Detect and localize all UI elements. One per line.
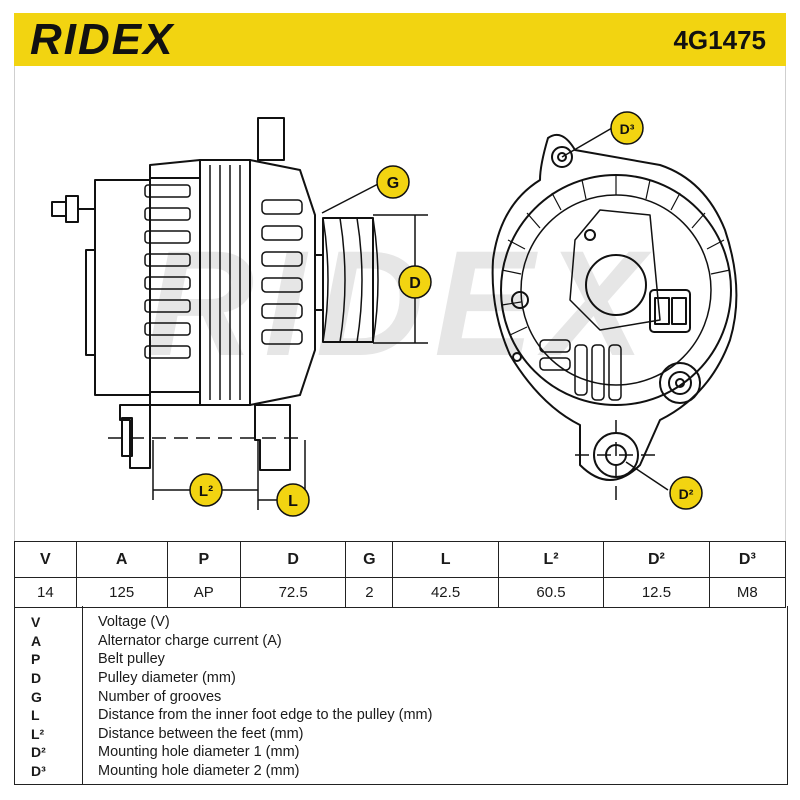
legend-text: Mounting hole diameter 1 (mm) (98, 744, 300, 760)
spec-value-cell: 42.5 (392, 577, 499, 608)
legend-text: Voltage (V) (98, 614, 170, 630)
spec-header-cell: G (345, 541, 394, 578)
spec-header-cell: D (239, 541, 347, 578)
spec-value-cell: 125 (75, 577, 168, 608)
spec-header-row: V A P D G L L² D² D³ (14, 541, 787, 578)
header-bar (14, 13, 786, 66)
legend-text: Alternator charge current (A) (98, 633, 282, 649)
legend-row: P Belt pulley (15, 651, 787, 669)
legend-symbol: D² (31, 744, 46, 760)
svg-text:L: L (288, 493, 298, 510)
spec-header-cell: L (392, 541, 499, 578)
spec-value-row: 14 125 AP 72.5 2 42.5 60.5 12.5 M8 (14, 577, 787, 608)
legend-symbol: D³ (31, 763, 46, 779)
spec-header-cell: A (75, 541, 168, 578)
callout-d2: D² (669, 476, 703, 510)
svg-text:D²: D² (679, 486, 694, 502)
legend: V Voltage (V) A Alternator charge curren… (14, 606, 788, 785)
svg-text:G: G (387, 175, 399, 192)
callout-d: D (398, 265, 432, 299)
svg-text:D: D (409, 275, 421, 292)
legend-symbol: V (31, 614, 41, 630)
legend-row: L Distance from the inner foot edge to t… (15, 707, 787, 725)
spec-header-cell: D³ (708, 541, 787, 578)
part-number: 4G1475 (673, 25, 766, 55)
legend-symbol: G (31, 689, 42, 705)
spec-value-cell: 12.5 (603, 577, 710, 608)
legend-row: D² Mounting hole diameter 1 (mm) (15, 744, 787, 762)
svg-text:L²: L² (199, 483, 213, 500)
legend-symbol: D (31, 670, 42, 686)
legend-text: Pulley diameter (mm) (98, 670, 236, 686)
header: RIDEX 4G1475 (0, 0, 800, 68)
spec-value-cell: 2 (345, 577, 394, 608)
drawing-frame (14, 66, 786, 546)
legend-text: Mounting hole diameter 2 (mm) (98, 763, 300, 779)
legend-divider (82, 606, 83, 784)
legend-row: A Alternator charge current (A) (15, 633, 787, 651)
spec-value-cell: M8 (708, 577, 787, 608)
spec-value-cell: 72.5 (239, 577, 347, 608)
legend-row: L² Distance between the feet (mm) (15, 726, 787, 744)
spec-header-cell: P (166, 541, 241, 578)
spec-header-cell: D² (603, 541, 710, 578)
rear-dimension-lines (561, 127, 669, 500)
spec-header-cell: L² (497, 541, 605, 578)
legend-row: D³ Mounting hole diameter 2 (mm) (15, 763, 787, 781)
alternator-rear-view (491, 134, 738, 481)
legend-text: Distance from the inner foot edge to the… (98, 707, 433, 723)
spec-header-cell: V (14, 541, 77, 578)
callout-l: L (276, 483, 310, 517)
brand-logo: RIDEX (30, 15, 175, 64)
spec-value-cell: 60.5 (497, 577, 605, 608)
legend-text: Number of grooves (98, 689, 222, 705)
legend-text: Belt pulley (98, 651, 165, 667)
legend-symbol: L (31, 707, 40, 723)
alternator-side-view (51, 117, 379, 471)
callout-l2: L² (189, 473, 223, 507)
legend-row: V Voltage (V) (15, 614, 787, 632)
legend-text: Distance between the feet (mm) (98, 726, 304, 742)
legend-symbol: L² (31, 726, 45, 742)
legend-row: G Number of grooves (15, 689, 787, 707)
spec-table: V A P D G L L² D² D³ 14 125 AP 72.5 2 42… (14, 541, 787, 608)
callout-d3: D³ (610, 111, 644, 145)
technical-drawing: RIDEX (51, 111, 738, 517)
legend-row: D Pulley diameter (mm) (15, 670, 787, 688)
watermark: RIDEX (146, 219, 654, 387)
spec-value-cell: AP (166, 577, 241, 608)
spec-value-cell: 14 (14, 577, 77, 608)
legend-symbol: A (31, 633, 42, 649)
callout-g: G (376, 165, 410, 199)
svg-text:D³: D³ (620, 121, 635, 137)
legend-symbol: P (31, 651, 41, 667)
